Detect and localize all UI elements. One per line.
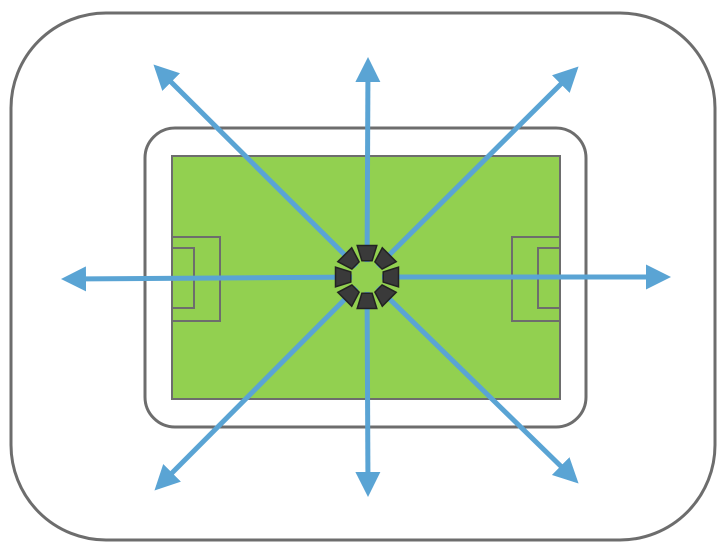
hub-segment [336, 246, 361, 271]
arrow-down-left [154, 275, 369, 491]
hub-center [352, 262, 382, 292]
arrow-left [61, 266, 368, 292]
radiating-arrows [61, 57, 671, 497]
arrow-down-right [365, 275, 579, 484]
hub-segment [373, 283, 398, 308]
arrow-up-left [153, 64, 369, 279]
arrow-down [355, 276, 381, 497]
stadium-outer-boundary [9, 11, 717, 542]
hub-segment [356, 244, 378, 262]
hub-segment [336, 283, 361, 308]
hub-segment [382, 266, 400, 288]
hub-segment [356, 292, 378, 310]
arrow-up-right [365, 66, 579, 279]
hub-segment [373, 246, 398, 271]
hub-segment [334, 266, 352, 288]
central-hub [334, 244, 400, 310]
arrow-up [355, 57, 381, 278]
